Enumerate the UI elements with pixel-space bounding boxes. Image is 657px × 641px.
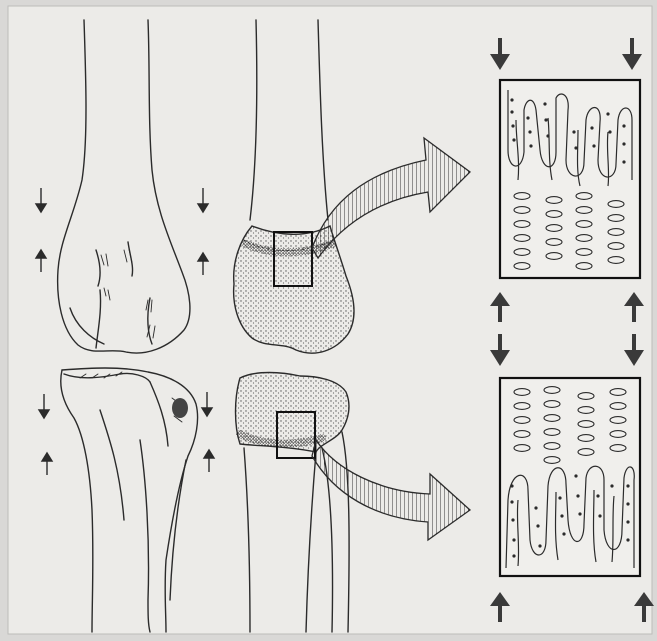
inset-femur-histology	[500, 80, 640, 278]
fibula-shadow	[172, 398, 188, 418]
inset-tibia-histology	[500, 378, 640, 576]
